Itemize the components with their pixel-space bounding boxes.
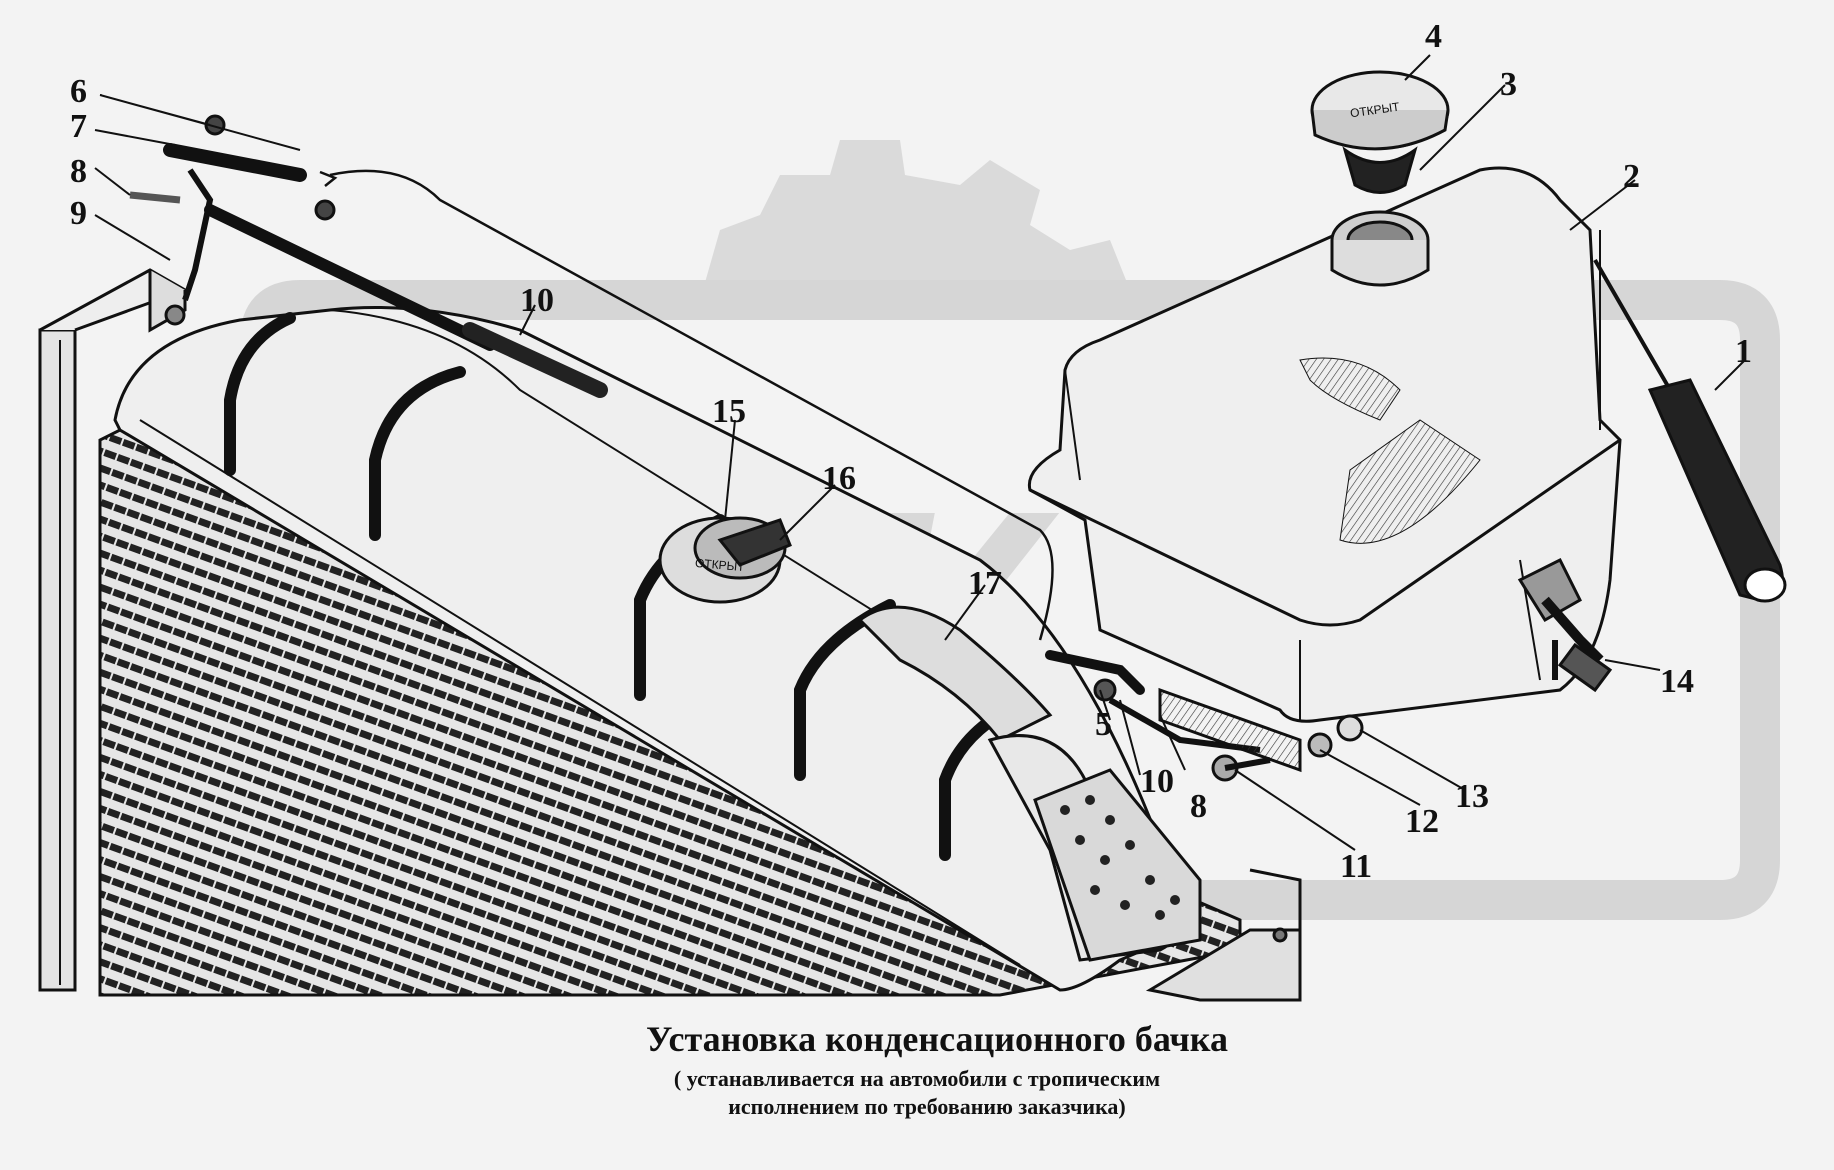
condensation-tank [1027,70,1787,758]
callout-4: 4 [1425,18,1442,55]
callout-2: 2 [1623,158,1640,195]
callout-8-bottom: 8 [1190,788,1207,825]
callout-16: 16 [822,460,856,497]
callout-13: 13 [1455,778,1489,815]
callout-3: 3 [1500,66,1517,103]
callout-8-top: 8 [70,153,87,190]
callout-5: 5 [1095,706,1112,743]
callout-11: 11 [1340,848,1373,885]
callout-10-bottom: 10 [1140,763,1174,800]
leader-lines [94,54,1746,851]
callout-12: 12 [1405,803,1439,840]
callout-17: 17 [968,565,1002,602]
caption: Установка конденсационного бачка ( устан… [0,1018,1834,1120]
radiator [38,114,1302,1002]
callout-1: 1 [1735,333,1752,370]
caption-title: Установка конденсационного бачка [646,1019,1228,1059]
callout-6: 6 [70,73,87,110]
caption-line-3: исполнением по требованию заказчика) [728,1094,1126,1119]
callout-7: 7 [70,108,87,145]
callout-14: 14 [1660,663,1694,700]
caption-line-2: ( устанавливается на автомобили с тропич… [673,1066,1161,1091]
callout-10-top: 10 [520,282,554,319]
callout-9: 9 [70,195,87,232]
callout-15: 15 [712,393,746,430]
